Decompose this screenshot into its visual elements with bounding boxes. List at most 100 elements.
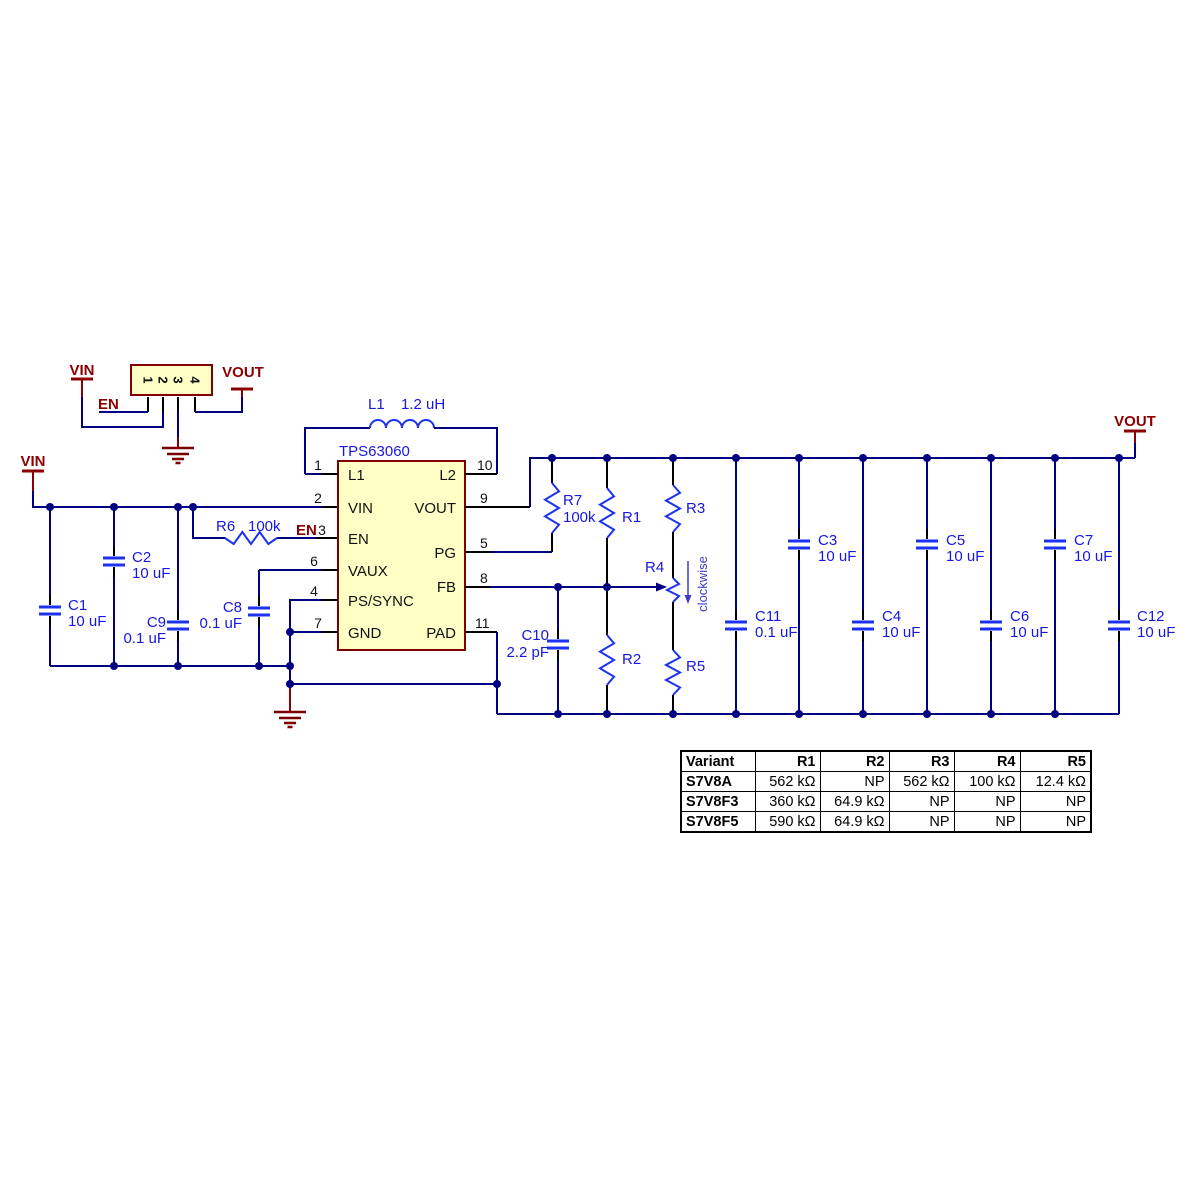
pad-wiring xyxy=(465,631,498,714)
variant-name: S7V8F3 xyxy=(680,791,756,812)
cell-value: 562 kΩ xyxy=(888,771,955,792)
part-ref: C5 xyxy=(946,532,965,549)
cell-value: NP xyxy=(953,791,1021,812)
wiper-arrowhead xyxy=(656,582,667,592)
resistor-r2: R2 xyxy=(598,587,641,714)
part-ref: R4 xyxy=(645,559,664,576)
part-value: 10 uF xyxy=(132,565,170,582)
part-value: 100k xyxy=(563,509,596,526)
cell-value: 64.9 kΩ xyxy=(819,811,890,833)
table-row: S7V8A 562 kΩ NP 562 kΩ 100 kΩ 12.4 kΩ xyxy=(680,771,1092,792)
ic-pin-name: PAD xyxy=(426,625,456,642)
cell-value: 360 kΩ xyxy=(754,791,821,812)
part-value: 10 uF xyxy=(1010,624,1048,641)
net-label-vout: VOUT xyxy=(222,364,264,381)
ic-body xyxy=(337,460,466,651)
part-ref: R6 xyxy=(216,518,235,535)
cell-value: NP xyxy=(888,811,955,833)
wire-pssync xyxy=(289,599,322,632)
capacitor-c12: C12 10 uF xyxy=(1108,458,1175,714)
variant-name: S7V8F5 xyxy=(680,811,756,833)
ic-pin-number: 6 xyxy=(310,553,318,569)
net-flag-vout-main: VOUT xyxy=(1114,413,1156,443)
part-ref: C9 xyxy=(147,614,166,631)
wire xyxy=(304,427,370,474)
resistor-zigzag xyxy=(543,482,561,534)
clockwise-annotation: clockwise xyxy=(684,556,710,612)
ic-pin-name: VIN xyxy=(348,500,373,517)
part-value: 10 uF xyxy=(1137,624,1175,641)
part-value: 10 uF xyxy=(818,548,856,565)
part-ref: C4 xyxy=(882,608,901,625)
part-value: 10 uF xyxy=(1074,548,1112,565)
connector-pin-number: 4 xyxy=(188,376,203,384)
table-header-row: Variant R1 R2 R3 R4 R5 xyxy=(680,750,1092,772)
resistor-zigzag xyxy=(664,577,681,603)
ic-pin-number: 8 xyxy=(480,570,488,586)
ic-pin-name: FB xyxy=(437,579,456,596)
ic-pin-number: 9 xyxy=(480,490,488,506)
part-ref: R1 xyxy=(622,509,641,526)
ic-pin-number: 4 xyxy=(310,583,318,599)
resistor-r5: R5 xyxy=(663,649,705,714)
ic-left-wiring xyxy=(259,473,497,729)
ic-pin-number: 5 xyxy=(480,535,488,551)
part-value: 0.1 uF xyxy=(123,630,166,647)
cell-value: 562 kΩ xyxy=(754,771,821,792)
cell-value: 590 kΩ xyxy=(754,811,821,833)
part-value: 10 uF xyxy=(882,624,920,641)
table-header-r2: R2 xyxy=(819,750,890,772)
connector-pin-number: 3 xyxy=(171,376,186,383)
resistor-r1: R1 xyxy=(598,458,641,587)
clockwise-arrowhead xyxy=(684,595,692,604)
cell-value: NP xyxy=(1019,811,1092,833)
ic-pin-name: VAUX xyxy=(348,563,388,580)
part-ref: R7 xyxy=(563,492,582,509)
capacitor-c6: C6 10 uF xyxy=(980,458,1048,714)
part-value: 10 uF xyxy=(68,613,106,630)
inductor-coil xyxy=(369,419,435,429)
connector-pin-number: 1 xyxy=(141,376,156,383)
ic-pin-name: GND xyxy=(348,625,382,642)
resistor-r6: R6 100k EN xyxy=(192,507,338,546)
variant-table: Variant R1 R2 R3 R4 R5 S7V8A 562 kΩ NP 5… xyxy=(680,750,1092,833)
variant-name: S7V8A xyxy=(680,771,756,792)
capacitor-c4: C4 10 uF xyxy=(852,458,920,714)
ic-pin-name: PG xyxy=(434,545,456,562)
cell-value: 100 kΩ xyxy=(953,771,1021,792)
part-ref: C12 xyxy=(1137,608,1165,625)
capacitor-c3: C3 10 uF xyxy=(788,458,856,714)
net-label-vout: VOUT xyxy=(1114,413,1156,430)
net-flag-vout-connector: VOUT xyxy=(222,364,264,397)
cell-value: NP xyxy=(888,791,955,812)
part-value: 0.1 uF xyxy=(755,624,798,641)
net-flag-en-connector: EN xyxy=(98,396,148,413)
connector-pin-number: 2 xyxy=(156,376,171,383)
ic-pin-name: L1 xyxy=(348,467,365,484)
resistor-zigzag xyxy=(663,484,683,533)
table-header-r4: R4 xyxy=(953,750,1021,772)
resistor-r7: R7 100k xyxy=(543,458,596,552)
part-ref: C7 xyxy=(1074,532,1093,549)
capacitor-c11: C11 0.1 uF xyxy=(725,458,798,714)
ic-pin-number: 7 xyxy=(314,615,322,631)
capacitor-c7: C7 10 uF xyxy=(1044,458,1112,714)
net-label-vin: VIN xyxy=(20,453,45,470)
wire xyxy=(434,427,498,474)
ic-tps63060: TPS63060 L1 VIN EN VAUX PS/SYNC GND L2 V… xyxy=(310,443,493,651)
part-ref: R5 xyxy=(686,658,705,675)
resistor-zigzag xyxy=(598,634,616,686)
table-header-r3: R3 xyxy=(888,750,955,772)
part-ref: C3 xyxy=(818,532,837,549)
capacitor-c10: C10 2.2 pF xyxy=(506,587,569,714)
ic-pin-number: 2 xyxy=(314,490,322,506)
net-flag-vin-connector: VIN xyxy=(69,362,95,397)
wire xyxy=(81,397,164,428)
cell-value: 12.4 kΩ xyxy=(1019,771,1092,792)
ic-pin-number: 1 xyxy=(314,457,322,473)
ic-pin-name: EN xyxy=(348,531,369,548)
inductor-l1: L1 1.2 uH xyxy=(304,396,498,475)
wire xyxy=(192,507,225,539)
cell-value: NP xyxy=(819,771,890,792)
